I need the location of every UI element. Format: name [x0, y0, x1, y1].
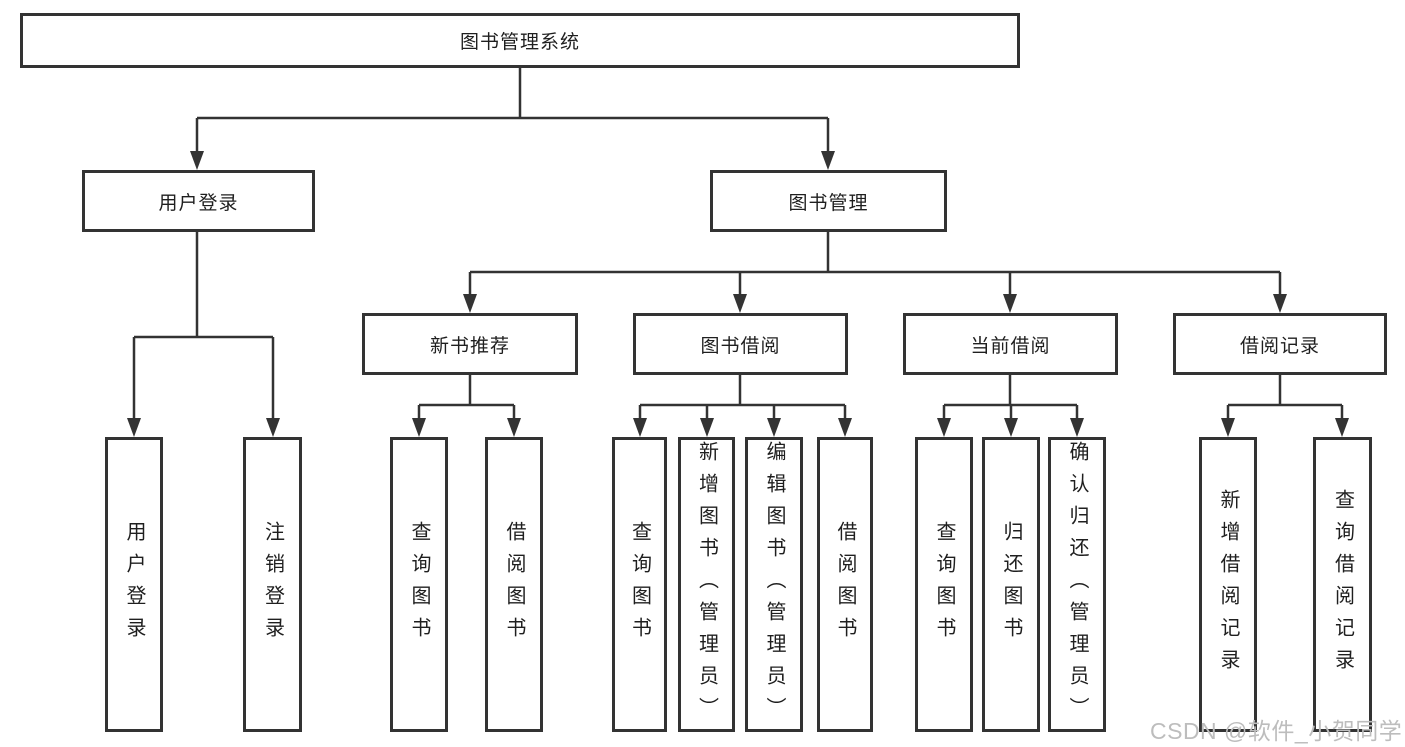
- leaf-label: 查询图书: [933, 520, 955, 649]
- node-root-system: 图书管理系统: [20, 13, 1020, 68]
- leaf-add-books-admin: 新增图书（管理员）: [678, 437, 735, 732]
- leaf-label: 注销登录: [261, 520, 284, 649]
- leaf-label: 借阅图书: [503, 520, 525, 649]
- leaf-return-books: 归还图书: [982, 437, 1040, 732]
- node-book-borrowing: 图书借阅: [633, 313, 848, 375]
- node-current-borrowing: 当前借阅: [903, 313, 1118, 375]
- leaf-edit-books-admin: 编辑图书（管理员）: [745, 437, 803, 732]
- node-borrowing-records: 借阅记录: [1173, 313, 1387, 375]
- leaf-query-borrow-record: 查询借阅记录: [1313, 437, 1372, 732]
- leaf-query-books-recommend: 查询图书: [390, 437, 448, 732]
- leaf-label: 查询图书: [408, 520, 430, 649]
- leaf-logout: 注销登录: [243, 437, 302, 732]
- arrowheads: [127, 151, 1349, 437]
- leaf-borrow-books-borrowing: 借阅图书: [817, 437, 873, 732]
- node-user-login: 用户登录: [82, 170, 315, 232]
- leaf-label: 用户登录: [123, 520, 145, 649]
- leaf-label: 归还图书: [1000, 520, 1022, 649]
- leaf-label: 查询借阅记录: [1331, 488, 1354, 681]
- node-new-book-recommend: 新书推荐: [362, 313, 578, 375]
- node-book-management: 图书管理: [710, 170, 947, 232]
- leaf-label: 编辑图书（管理员）: [763, 440, 785, 729]
- leaf-label: 确认归还（管理员）: [1066, 440, 1088, 729]
- leaf-query-books-current: 查询图书: [915, 437, 973, 732]
- leaf-label: 新增借阅记录: [1217, 488, 1239, 681]
- leaf-confirm-return-admin: 确认归还（管理员）: [1048, 437, 1106, 732]
- leaf-add-borrow-record: 新增借阅记录: [1199, 437, 1257, 732]
- leaf-label: 查询图书: [628, 520, 651, 649]
- leaf-user-login: 用户登录: [105, 437, 163, 732]
- leaf-label: 借阅图书: [834, 520, 856, 649]
- watermark-csdn: CSDN @软件_小贺同学: [1150, 718, 1403, 744]
- leaf-borrow-books-recommend: 借阅图书: [485, 437, 543, 732]
- leaf-query-books-borrowing: 查询图书: [612, 437, 667, 732]
- leaf-label: 新增图书（管理员）: [695, 440, 718, 729]
